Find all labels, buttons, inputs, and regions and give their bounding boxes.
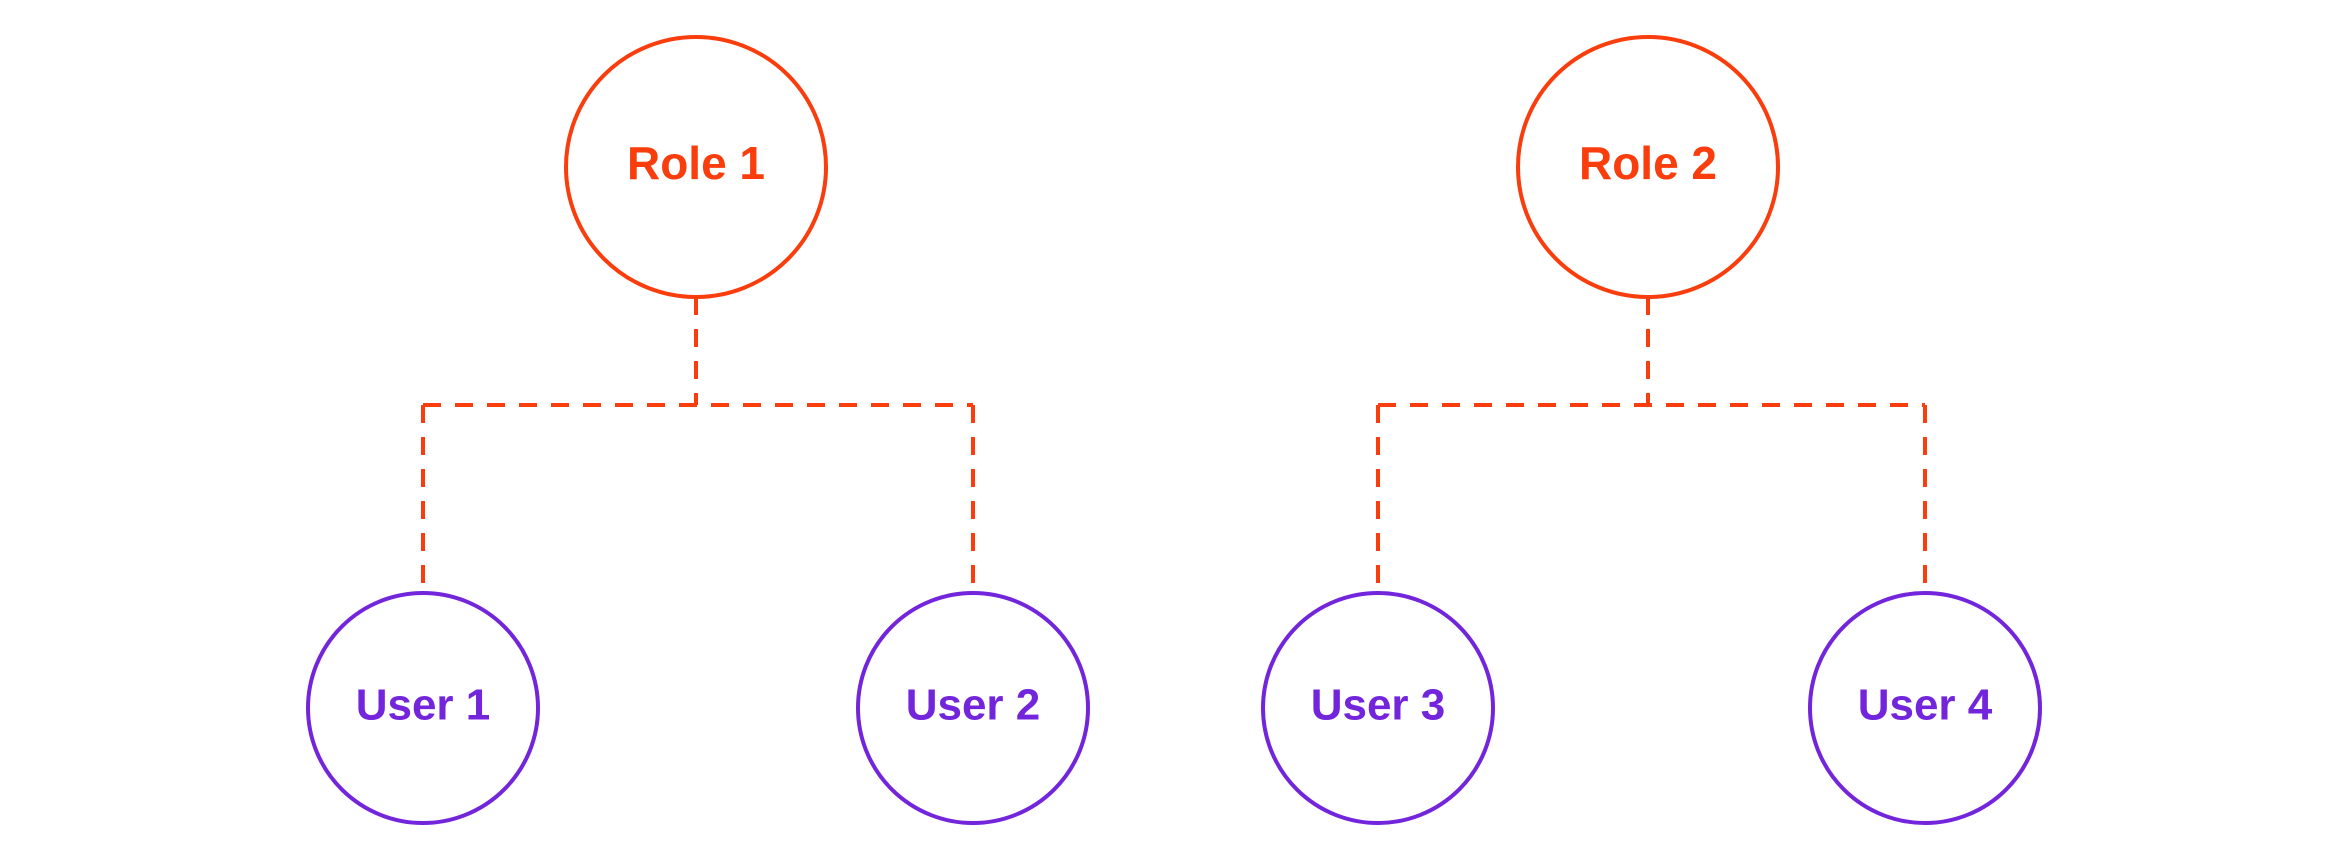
node-role-2[interactable]: Role 2 xyxy=(1516,35,1780,299)
edge-group-role-2 xyxy=(1376,297,1927,593)
user-2-label: User 2 xyxy=(906,681,1041,730)
node-user-1[interactable]: User 1 xyxy=(306,591,540,825)
role-1-label: Role 1 xyxy=(627,137,765,189)
edge-group-role-1 xyxy=(421,297,975,593)
user-1-circle[interactable] xyxy=(306,591,540,825)
user-3-label: User 3 xyxy=(1311,681,1446,730)
role-2-label: Role 2 xyxy=(1579,137,1717,189)
user-4-label: User 4 xyxy=(1858,681,1993,730)
node-user-3[interactable]: User 3 xyxy=(1261,591,1495,825)
user-2-circle[interactable] xyxy=(856,591,1090,825)
edge-role2-to-users xyxy=(1376,297,1927,593)
edge-role1-to-users xyxy=(421,297,975,593)
user-1-label: User 1 xyxy=(356,681,491,730)
role-2-circle[interactable] xyxy=(1516,35,1780,299)
user-3-circle[interactable] xyxy=(1261,591,1495,825)
node-user-2[interactable]: User 2 xyxy=(856,591,1090,825)
user-4-circle[interactable] xyxy=(1808,591,2042,825)
node-role-1[interactable]: Role 1 xyxy=(564,35,828,299)
role-1-circle[interactable] xyxy=(564,35,828,299)
node-user-4[interactable]: User 4 xyxy=(1808,591,2042,825)
